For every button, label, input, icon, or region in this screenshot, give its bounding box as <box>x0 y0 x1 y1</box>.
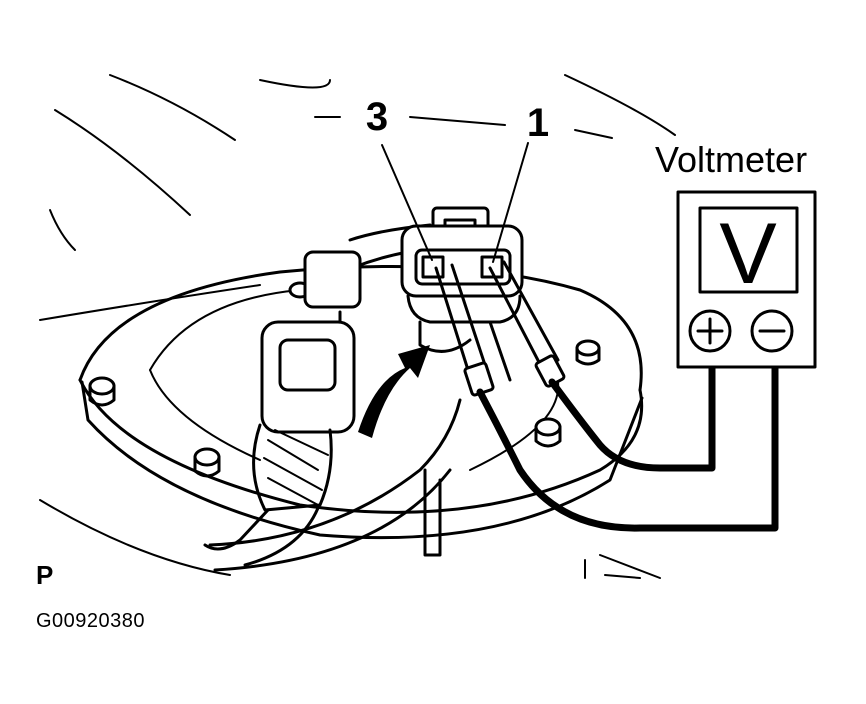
voltmeter-label: Voltmeter <box>655 139 807 180</box>
bolt <box>575 339 601 366</box>
plus-circle-icon <box>688 309 732 353</box>
voltmeter: V + − <box>676 190 817 369</box>
bolt <box>534 417 562 448</box>
figure-code: G00920380 <box>36 610 145 632</box>
terminal-3-label: 3 <box>366 95 388 139</box>
background-sketch <box>39 74 676 579</box>
pump-flange <box>78 264 644 540</box>
terminal-1-label: 1 <box>527 101 549 145</box>
probe-terminal-1 <box>488 260 566 388</box>
minus-circle-icon <box>750 309 794 353</box>
voltmeter-display <box>698 206 799 294</box>
bolt <box>193 447 221 478</box>
probe-terminal-3 <box>434 263 495 397</box>
wire-harness <box>203 223 462 572</box>
callouts: 3 1 Voltmeter <box>314 95 807 263</box>
view-letter: P <box>36 560 53 590</box>
fuel-pump-connector <box>400 206 524 382</box>
bolt <box>88 376 116 407</box>
curved-arrow-icon <box>358 345 430 438</box>
test-leads <box>476 361 779 532</box>
voltmeter-display-symbol: V <box>719 206 776 302</box>
